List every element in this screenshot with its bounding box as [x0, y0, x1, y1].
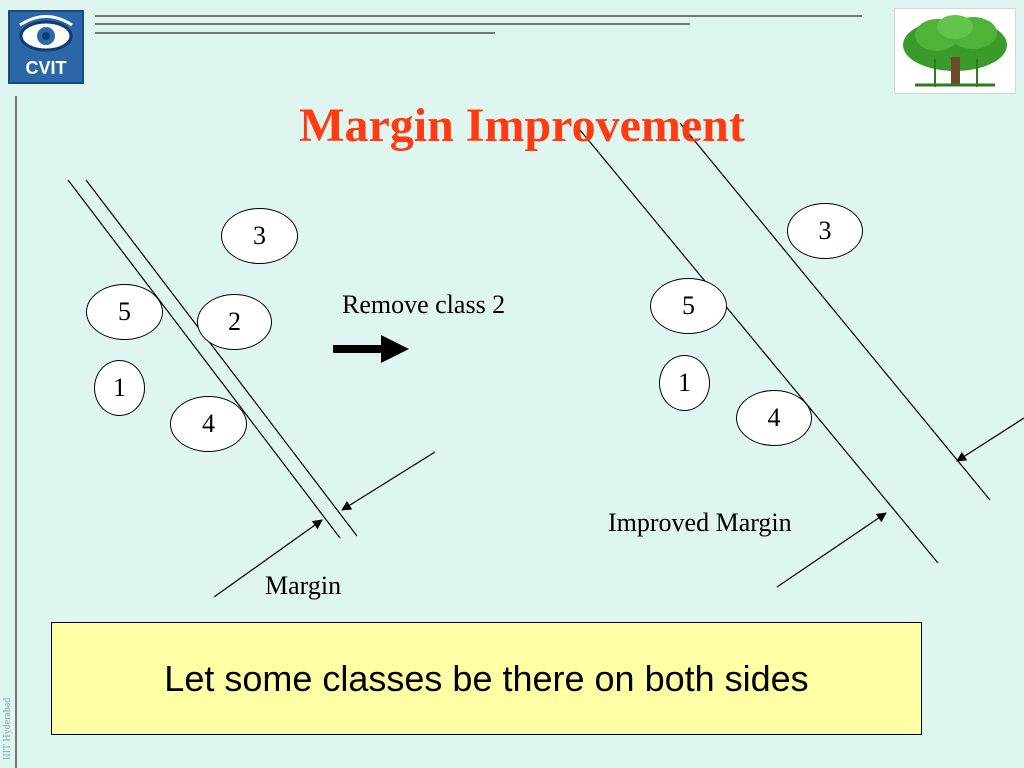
note-text: Let some classes be there on both sides: [164, 657, 809, 699]
improved-margin-arrow-in: [776, 512, 887, 588]
improved-margin-label: Improved Margin: [608, 508, 792, 537]
tree-icon: [903, 15, 1007, 87]
class-node: 1: [659, 355, 710, 411]
after-boundary-line: [579, 129, 939, 564]
cvit-logo-text: CVIT: [25, 58, 66, 78]
tree-logo: [894, 8, 1016, 94]
note-box: Let some classes be there on both sides: [51, 622, 922, 735]
after-boundary-line: [679, 122, 991, 501]
before-boundary-line: [67, 179, 341, 539]
improved-margin-arrow-in: [956, 417, 1024, 462]
margin-arrow-in: [341, 451, 436, 511]
cvit-logo: CVIT: [8, 10, 84, 84]
class-node: 5: [650, 278, 727, 334]
class-node: 3: [787, 203, 863, 259]
class-node: 1: [94, 360, 145, 416]
right-arrow-icon: [333, 335, 409, 363]
class-node: 4: [170, 396, 247, 452]
class-node: 3: [221, 208, 298, 264]
remove-class-label: Remove class 2: [342, 290, 506, 319]
slide-title: Margin Improvement: [299, 99, 745, 152]
watermark: IIIT Hyderabad: [2, 697, 13, 760]
class-node: 4: [736, 390, 812, 446]
header-rules: [95, 15, 862, 34]
margin-label: Margin: [265, 571, 342, 600]
class-node: 2: [197, 294, 272, 350]
before-boundary-line: [85, 179, 358, 537]
eye-icon: CVIT: [19, 15, 73, 78]
class-node: 5: [86, 284, 163, 340]
margin-arrow-in: [213, 519, 323, 598]
